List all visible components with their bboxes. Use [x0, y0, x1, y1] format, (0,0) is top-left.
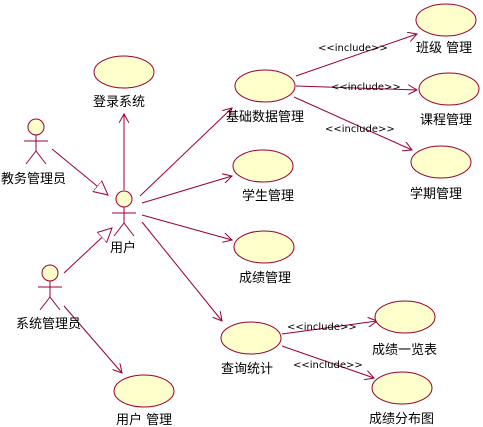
sys-admin-generalization — [63, 228, 112, 274]
student-mgmt-usecase — [232, 149, 294, 183]
sys-admin-actor — [38, 264, 62, 311]
user-to-grade-mgmt — [141, 214, 232, 240]
user-mgmt-label: 用户 管理 — [116, 412, 172, 427]
include-term-line — [293, 96, 412, 150]
user-to-query-stats — [141, 221, 222, 321]
teacher-admin-label: 教务管理员 — [1, 171, 66, 187]
course-mgmt-usecase — [418, 72, 480, 106]
course-mgmt-label: 课程管理 — [420, 113, 472, 128]
grade-mgmt-usecase — [233, 230, 295, 264]
class-mgmt-usecase — [415, 3, 477, 37]
include-term-stereotype: <<include>> — [325, 124, 395, 135]
user-actor — [112, 190, 136, 237]
query-stats-usecase — [220, 321, 282, 355]
include-list-line — [281, 321, 377, 335]
grade-list-usecase — [374, 300, 436, 334]
grade-list-label: 成绩一览表 — [372, 342, 437, 358]
include-course-stereotype: <<include>> — [331, 82, 401, 93]
user-to-student-mgmt — [141, 176, 232, 204]
basic-data-usecase — [234, 69, 296, 103]
include-dist-line — [281, 345, 374, 378]
include-list-stereotype: <<include>> — [287, 322, 357, 333]
user-label: 用户 — [110, 240, 136, 256]
term-mgmt-usecase — [410, 145, 472, 179]
class-mgmt-label: 班级 管理 — [416, 41, 472, 56]
include-class-stereotype: <<include>> — [318, 43, 388, 54]
teacher-admin-actor — [24, 118, 48, 165]
teacher-admin-generalization — [51, 148, 108, 195]
user-to-basic-data — [139, 108, 232, 197]
login-usecase — [93, 55, 155, 89]
student-mgmt-label: 学生管理 — [242, 188, 294, 204]
include-class-line — [295, 34, 417, 77]
login-label: 登录系统 — [93, 95, 145, 110]
grade-dist-label: 成绩分布图 — [369, 412, 434, 427]
include-dist-stereotype: <<include>> — [293, 360, 363, 371]
basic-data-label: 基础数据管理 — [226, 110, 304, 125]
grade-mgmt-label: 成绩管理 — [239, 271, 291, 286]
sys-admin-label: 系统管理员 — [16, 317, 81, 332]
grade-dist-usecase — [371, 371, 433, 405]
include-course-line — [295, 86, 417, 90]
user-mgmt-usecase — [113, 374, 175, 408]
term-mgmt-label: 学期管理 — [410, 186, 462, 202]
query-stats-label: 查询统计 — [221, 362, 273, 377]
sys-admin-to-user-mgmt — [63, 305, 122, 373]
